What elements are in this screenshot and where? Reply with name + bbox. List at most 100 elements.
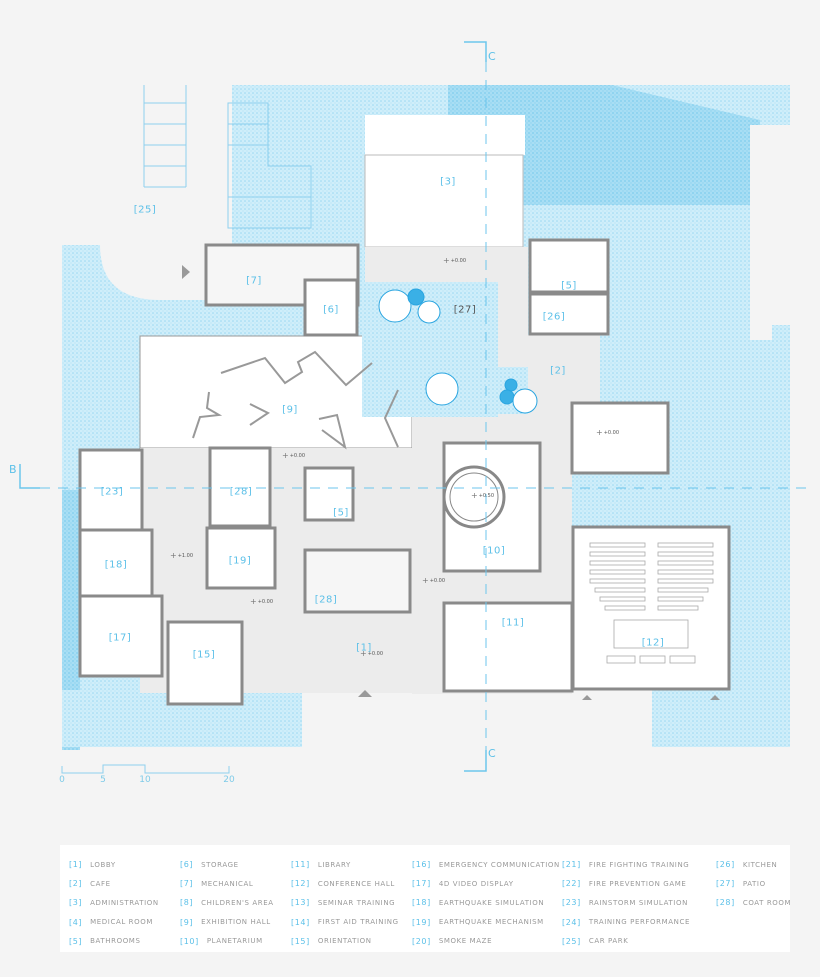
trees — [378, 288, 538, 414]
legend-number: [27] — [716, 879, 735, 889]
legend-number: [14] — [291, 917, 310, 927]
legend-room-name: EXHIBITION HALL — [201, 918, 271, 927]
legend-item: [14]FIRST AID TRAINING — [291, 913, 399, 932]
legend-room-name: 4D VIDEO DISPLAY — [438, 879, 514, 888]
legend-item: [3] ADMINISTRATION — [69, 893, 159, 912]
legend-room-name: STORAGE — [201, 860, 239, 869]
legend-room-name: EARTHQUAKE MECHANISM — [438, 918, 544, 927]
legend-number: [7] — [180, 879, 194, 889]
section-marker-c-bottom: C — [488, 747, 496, 760]
room-label: [28] — [229, 486, 253, 498]
scale-tick-0: 0 — [59, 775, 65, 785]
room-label: [25] — [133, 204, 157, 216]
room-label: [15] — [192, 649, 216, 661]
legend-room-name: PATIO — [742, 879, 766, 888]
legend-item: [8] CHILDREN'S AREA — [180, 893, 274, 912]
legend-number: [3] — [69, 898, 83, 908]
elevation-marker: +0.00 — [443, 256, 466, 265]
legend-item: [9] EXHIBITION HALL — [180, 913, 274, 932]
legend-item: [4]MEDICAL ROOM — [69, 913, 159, 932]
legend-item: [28]COAT ROOM — [716, 893, 791, 912]
entrance-arrows — [182, 265, 720, 700]
legend-number: [28] — [716, 898, 735, 908]
exhibition-walls — [192, 350, 399, 450]
legend-column-5: [21] FIRE FIGHTING TRAINING [22]FIRE PREVE… — [562, 855, 690, 951]
legend-item: [11]LIBRARY — [291, 855, 399, 874]
legend-room-name: KITCHEN — [742, 860, 778, 869]
legend-item: [19] EARTHQUAKE MECHANISM — [412, 913, 560, 932]
elevation-marker: +1.00 — [170, 551, 193, 560]
room-label: [6] — [323, 304, 339, 316]
legend-room-name: SEMINAR TRAINING — [317, 898, 396, 907]
room-label: [18] — [104, 559, 128, 571]
legend-room-name: RAINSTORM SIMULATION — [588, 898, 688, 907]
legend-room-name: EARTHQUAKE SIMULATION — [438, 898, 545, 907]
legend-number: [12] — [291, 879, 310, 889]
conference-seating — [589, 542, 714, 664]
legend-item: [5] BATHROOMS — [69, 932, 159, 951]
legend-number: [10] — [180, 936, 199, 946]
legend-room-name: CONFERENCE HALL — [317, 879, 395, 888]
legend-item: [18]EARTHQUAKE SIMULATION — [412, 893, 560, 912]
elevation-marker: +0.50 — [471, 491, 494, 500]
legend-number: [22] — [562, 879, 581, 889]
legend-room-name: FIRE FIGHTING TRAINING — [588, 860, 690, 869]
elevation-marker: +0.00 — [422, 576, 445, 585]
legend-room-name: EMERGENCY COMMUNICATION — [438, 860, 560, 869]
legend-room-name: CAFE — [90, 879, 111, 888]
legend-item: [26] KITCHEN — [716, 855, 791, 874]
elevation-marker: +0.00 — [596, 428, 619, 437]
room-label: [7] — [246, 275, 262, 287]
legend-room-name: CAR PARK — [588, 937, 629, 946]
legend-number: [8] — [180, 898, 194, 908]
legend-number: [19] — [412, 917, 431, 927]
legend-column-2: [6] STORAGE [7]MECHANICAL [8] CHILDREN'S ARE… — [180, 855, 274, 951]
legend: [1]LOBBY [2] CAFE [3] ADMINISTRATION [4]MEDIC… — [60, 845, 791, 952]
room-label: [10] — [482, 545, 506, 557]
room-label: [28] — [314, 594, 338, 606]
legend-column-4: [16] EMERGENCY COMMUNICATION [17]4D VIDEO … — [412, 855, 560, 951]
legend-number: [13] — [291, 898, 310, 908]
legend-number: [15] — [291, 936, 310, 946]
legend-room-name: CHILDREN'S AREA — [201, 898, 274, 907]
legend-number: [24] — [562, 917, 581, 927]
legend-room-name: BATHROOMS — [90, 937, 141, 946]
room-label: [11] — [501, 617, 525, 629]
scale-bar — [61, 764, 230, 774]
legend-number: [5] — [69, 936, 83, 946]
legend-room-name: MEDICAL ROOM — [90, 918, 153, 927]
section-lines — [19, 41, 810, 772]
legend-item: [22]FIRE PREVENTION GAME — [562, 874, 690, 893]
legend-number: [11] — [291, 860, 310, 870]
legend-number: [25] — [562, 936, 581, 946]
room-label: [12] — [641, 637, 665, 649]
legend-room-name: SMOKE MAZE — [438, 937, 493, 946]
planetarium-dome — [442, 465, 506, 529]
legend-item: [15]ORIENTATION — [291, 932, 399, 951]
legend-item: [1]LOBBY — [69, 855, 159, 874]
legend-item: [27] PATIO — [716, 874, 791, 893]
legend-number: [23] — [562, 898, 581, 908]
legend-item: [17]4D VIDEO DISPLAY — [412, 874, 560, 893]
legend-item: [7]MECHANICAL — [180, 874, 274, 893]
legend-number: [6] — [180, 860, 194, 870]
legend-number: [2] — [69, 879, 83, 889]
legend-item: [10] PLANETARIUM — [180, 932, 274, 951]
scale-tick-5: 5 — [100, 775, 106, 785]
room-label: [19] — [228, 555, 252, 567]
legend-item: [24]TRAINING PERFORMANCE — [562, 913, 690, 932]
room-label: [27] — [453, 304, 477, 316]
car-park — [143, 85, 312, 229]
floor-plan-drawing — [19, 41, 810, 774]
room-label: [2] — [550, 365, 566, 377]
legend-number: [1] — [69, 860, 83, 870]
legend-item: [23] RAINSTORM SIMULATION — [562, 893, 690, 912]
legend-number: [9] — [180, 917, 194, 927]
room-label: [5] — [561, 280, 577, 292]
legend-number: [21] — [562, 860, 581, 870]
legend-number: [16] — [412, 860, 431, 870]
legend-room-name: PLANETARIUM — [206, 937, 263, 946]
legend-number: [26] — [716, 860, 735, 870]
legend-item: [20]SMOKE MAZE — [412, 932, 560, 951]
legend-room-name: ADMINISTRATION — [90, 898, 159, 907]
